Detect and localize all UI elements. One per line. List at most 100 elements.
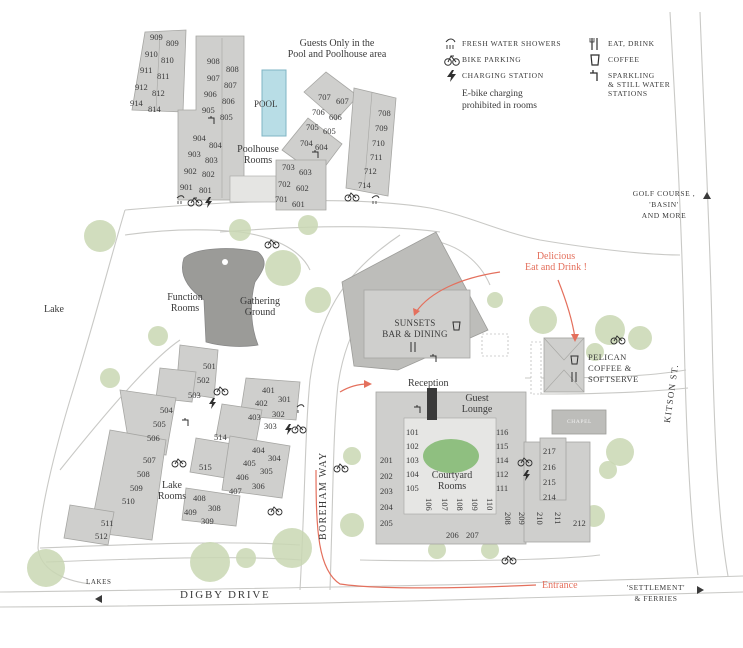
room-209: 209 (517, 512, 527, 525)
room-106: 106 (424, 498, 434, 511)
cutlery-icon (589, 38, 598, 50)
lake-rooms-area (63, 344, 301, 546)
road-arrows (95, 192, 711, 603)
boreham-way-label: BOREHAM WAY (318, 451, 329, 540)
chapel-label: CHAPEL (567, 419, 592, 425)
room-510: 510 (122, 496, 135, 506)
bike-icon (291, 424, 307, 434)
bike-icon (213, 386, 229, 396)
room-914: 914 (130, 98, 144, 108)
golf-course-label: GOLF COURSE , 'BASIN' AND MORE (620, 188, 708, 221)
room-402: 402 (255, 398, 268, 408)
room-704: 704 (300, 138, 314, 148)
room-302: 302 (272, 409, 285, 419)
bike-icon (344, 192, 360, 202)
room-305: 305 (260, 466, 273, 476)
lightning-icon (285, 424, 292, 435)
entrance-label: Entrance (542, 580, 578, 591)
tap-icon (414, 405, 421, 413)
room-210: 210 (535, 512, 545, 525)
guest-lounge-label: Guest Lounge (452, 393, 502, 415)
room-906: 906 (204, 89, 217, 99)
cup-icon (570, 355, 579, 365)
shower-icon (176, 195, 185, 204)
room-116: 116 (496, 427, 508, 437)
sunsets-line-2: BAR & DINING (382, 329, 448, 339)
room-603: 603 (299, 167, 312, 177)
room-109: 109 (470, 498, 480, 511)
room-805: 805 (220, 112, 233, 122)
legend-charging: CHARGING STATION (462, 71, 544, 80)
room-215: 215 (543, 477, 556, 487)
room-807: 807 (224, 80, 237, 90)
legend-ebike-note-2: prohibited in rooms (462, 101, 537, 111)
room-708: 708 (378, 108, 391, 118)
room-110: 110 (485, 498, 495, 510)
room-714: 714 (358, 180, 372, 190)
function-line-1: Function (167, 292, 203, 303)
sunsets-line-1: SUNSETS (394, 318, 436, 328)
tap-icon (312, 150, 319, 158)
courtyard-line-1: Courtyard (431, 470, 473, 481)
room-514: 514 (214, 432, 228, 442)
room-812: 812 (152, 88, 165, 98)
room-303: 303 (264, 421, 277, 431)
room-604: 604 (315, 142, 329, 152)
room-406: 406 (236, 472, 249, 482)
room-408: 408 (193, 493, 206, 503)
room-509: 509 (130, 483, 143, 493)
room-801: 801 (199, 185, 212, 195)
bike-icon (333, 463, 349, 473)
room-901: 901 (180, 182, 193, 192)
guest-line-2: Lounge (461, 404, 493, 415)
room-707: 707 (318, 92, 331, 102)
room-705: 705 (306, 122, 319, 132)
room-911: 911 (140, 65, 152, 75)
lake-rooms-line-2: Rooms (157, 491, 187, 502)
bike-icon (267, 506, 283, 516)
room-207: 207 (466, 530, 479, 540)
room-202: 202 (380, 471, 393, 481)
sunsets-label: SUNSETS BAR & DINING (378, 318, 452, 340)
shower-icon (371, 195, 380, 204)
room-605: 605 (323, 126, 336, 136)
room-903: 903 (188, 149, 201, 159)
room-905: 905 (202, 105, 215, 115)
trees (27, 215, 652, 587)
room-804: 804 (209, 140, 223, 150)
pelican-line-1: PELICAN (588, 352, 627, 362)
legend-coffee: COFFEE (608, 55, 640, 64)
room-710: 710 (372, 138, 385, 148)
room-902: 902 (184, 166, 197, 176)
tap-icon (182, 418, 189, 426)
room-206: 206 (446, 530, 459, 540)
room-912: 912 (135, 82, 148, 92)
legend-sparkling-3: STATIONS (608, 89, 648, 98)
legend-showers: FRESH WATER SHOWERS (462, 39, 562, 48)
pelican-line-2: COFFEE & (588, 363, 632, 373)
guest-line-1: Guest (465, 393, 489, 404)
room-112: 112 (496, 469, 508, 479)
pelican-line-3: SOFTSERVE (588, 374, 639, 384)
room-403: 403 (248, 412, 261, 422)
lightning-icon (209, 398, 216, 409)
delicious-line-1: Delicious (536, 251, 576, 262)
guests-only-line-2: Pool and Poolhouse area (287, 49, 387, 60)
room-214: 214 (543, 492, 557, 502)
room-204: 204 (380, 502, 394, 512)
room-504: 504 (160, 405, 174, 415)
bike-icon (517, 457, 533, 467)
legend-eat: EAT, DRINK (608, 39, 655, 48)
bike-icon (171, 458, 187, 468)
room-512: 512 (95, 531, 108, 541)
room-712: 712 (364, 166, 377, 176)
room-810: 810 (161, 55, 174, 65)
delicious-label: Delicious Eat and Drink ! (512, 251, 600, 273)
room-602: 602 (296, 183, 309, 193)
room-401: 401 (262, 385, 275, 395)
room-102: 102 (406, 441, 419, 451)
bike-icon (610, 335, 626, 345)
room-806: 806 (222, 96, 235, 106)
room-501: 501 (203, 361, 216, 371)
settlement-label: 'SETTLEMENT' & FERRIES (618, 582, 694, 604)
